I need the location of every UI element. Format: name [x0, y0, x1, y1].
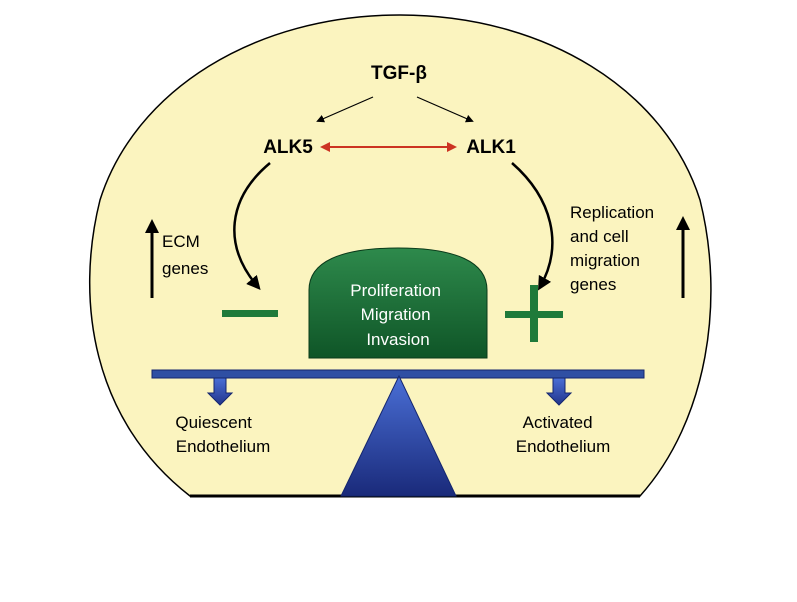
balance-fulcrum: [340, 374, 457, 497]
center-block-label: Proliferation Migration Invasion: [350, 281, 445, 349]
arrow-tgf-to-alk5: [316, 96, 374, 123]
activated-line: Endothelium: [516, 437, 611, 456]
center-block-line: Proliferation: [350, 281, 441, 300]
receptor-alk5: ALK5: [263, 137, 313, 158]
quiescent-line: Quiescent: [175, 413, 252, 432]
left-effect-line: ECM: [162, 232, 200, 251]
activated-label: Activated Endothelium: [516, 413, 611, 456]
right-effect-line: migration: [570, 251, 640, 270]
center-block: [308, 247, 488, 359]
activated-line: Activated: [523, 413, 593, 432]
left-effect-label: ECM genes: [162, 232, 208, 278]
right-effect-line: genes: [570, 275, 616, 294]
arrow-alk1-to-plus: [511, 162, 554, 291]
arrow-alk5-to-minus: [233, 162, 271, 291]
right-effect-line: Replication: [570, 203, 654, 222]
plus-sign-icon: [505, 285, 563, 342]
center-block-line: Migration: [361, 305, 431, 324]
title-tgf-beta: TGF-β: [371, 63, 427, 84]
center-block-line: Invasion: [366, 330, 429, 349]
minus-sign-icon: [222, 310, 278, 317]
right-effect-line: and cell: [570, 227, 629, 246]
quiescent-line: Endothelium: [176, 437, 271, 456]
left-down-arrow-icon: [206, 377, 234, 406]
quiescent-label: Quiescent Endothelium: [175, 413, 270, 456]
right-down-arrow-icon: [545, 377, 573, 406]
balance-beam: [151, 369, 645, 379]
right-effect-label: Replication and cell migration genes: [570, 203, 659, 294]
left-effect-line: genes: [162, 259, 208, 278]
receptor-alk1: ALK1: [466, 137, 516, 158]
arrow-tgf-to-alk1: [416, 96, 474, 123]
